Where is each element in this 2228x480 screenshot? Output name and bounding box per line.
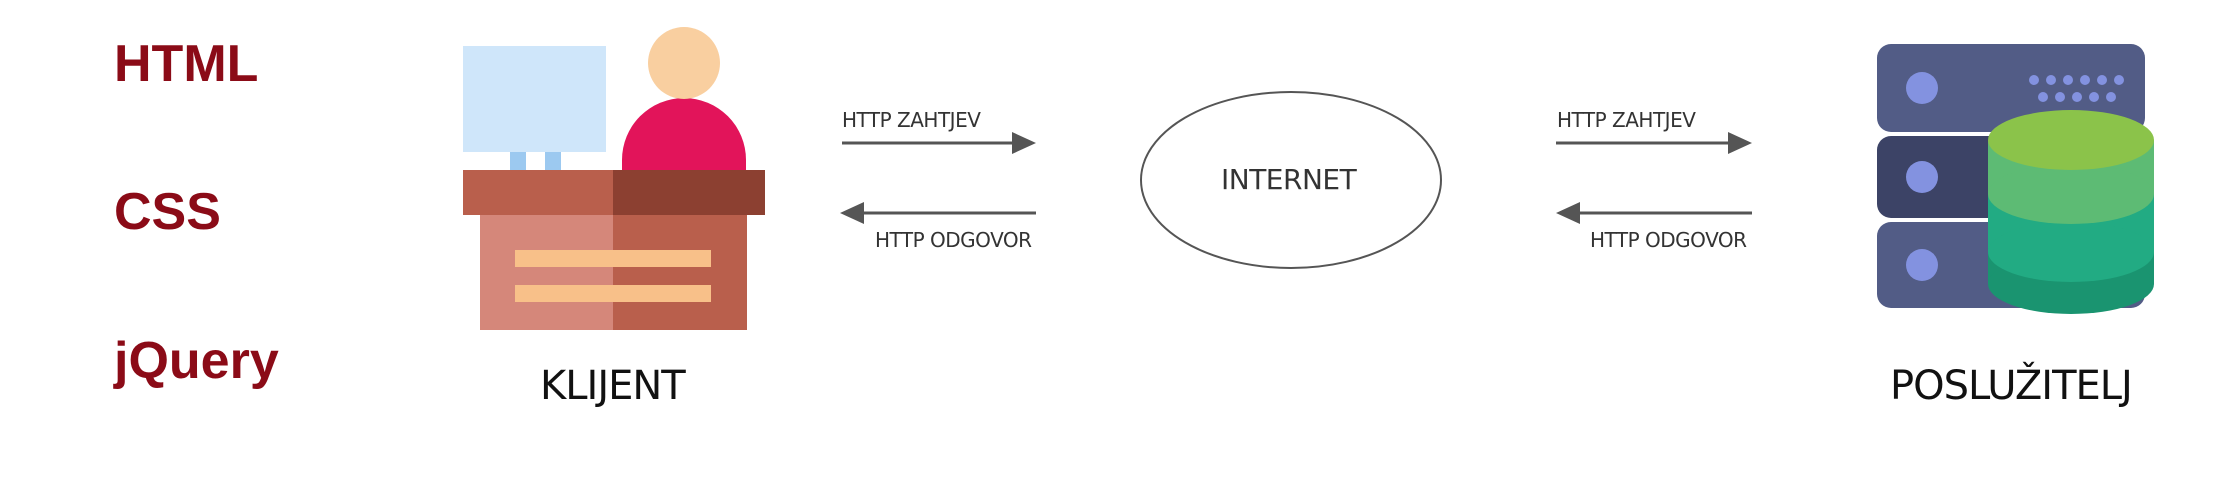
desk-top-right — [613, 170, 765, 215]
server-vent-dot — [2029, 75, 2039, 85]
person-body — [622, 98, 746, 172]
server-database-icon — [1877, 44, 2154, 314]
person-head — [648, 27, 720, 99]
left-response-label: HTTP ODGOVOR — [875, 228, 1032, 252]
right-response-arrow — [1556, 202, 1752, 224]
server-label: POSLUŽITELJ — [1890, 363, 2133, 409]
server-light-top — [1906, 72, 1938, 104]
left-request-arrow — [842, 132, 1036, 154]
server-unit-top — [1877, 44, 2145, 132]
desk-stripe-bottom — [515, 285, 711, 302]
server-vent-dot — [2072, 92, 2082, 102]
internet-ellipse — [1140, 91, 1442, 269]
db-layer-top — [1988, 110, 2154, 170]
server-vent-dot — [2038, 92, 2048, 102]
tech-label-jquery: jQuery — [114, 332, 279, 390]
monitor-stand-right — [545, 152, 561, 172]
server-vent-dot — [2097, 75, 2107, 85]
desk-stripe-top — [515, 250, 711, 267]
server-vent-dots — [2029, 75, 2124, 102]
monitor-screen — [463, 46, 606, 152]
server-vent-dot — [2106, 92, 2116, 102]
desk-front-left — [480, 215, 613, 330]
server-vent-dot — [2080, 75, 2090, 85]
internet-label: INTERNET — [1221, 163, 1357, 196]
server-vent-dot — [2089, 92, 2099, 102]
server-vent-dot — [2063, 75, 2073, 85]
left-response-arrow — [840, 202, 1036, 224]
right-request-arrow — [1556, 132, 1752, 154]
server-vent-dot — [2114, 75, 2124, 85]
server-vent-dot — [2055, 92, 2065, 102]
server-light-middle — [1906, 161, 1938, 193]
client-computer-desk-icon — [463, 27, 765, 330]
server-vent-dot — [2046, 75, 2056, 85]
monitor-stand-left — [510, 152, 526, 172]
tech-label-css: CSS — [114, 183, 221, 241]
right-request-label: HTTP ZAHTJEV — [1557, 108, 1696, 132]
client-label: KLIJENT — [540, 363, 686, 409]
desk-front-right — [613, 215, 747, 330]
left-request-label: HTTP ZAHTJEV — [842, 108, 981, 132]
desk-top-left — [463, 170, 613, 215]
right-response-label: HTTP ODGOVOR — [1590, 228, 1747, 252]
server-light-bottom — [1906, 249, 1938, 281]
tech-label-html: HTML — [114, 35, 259, 93]
